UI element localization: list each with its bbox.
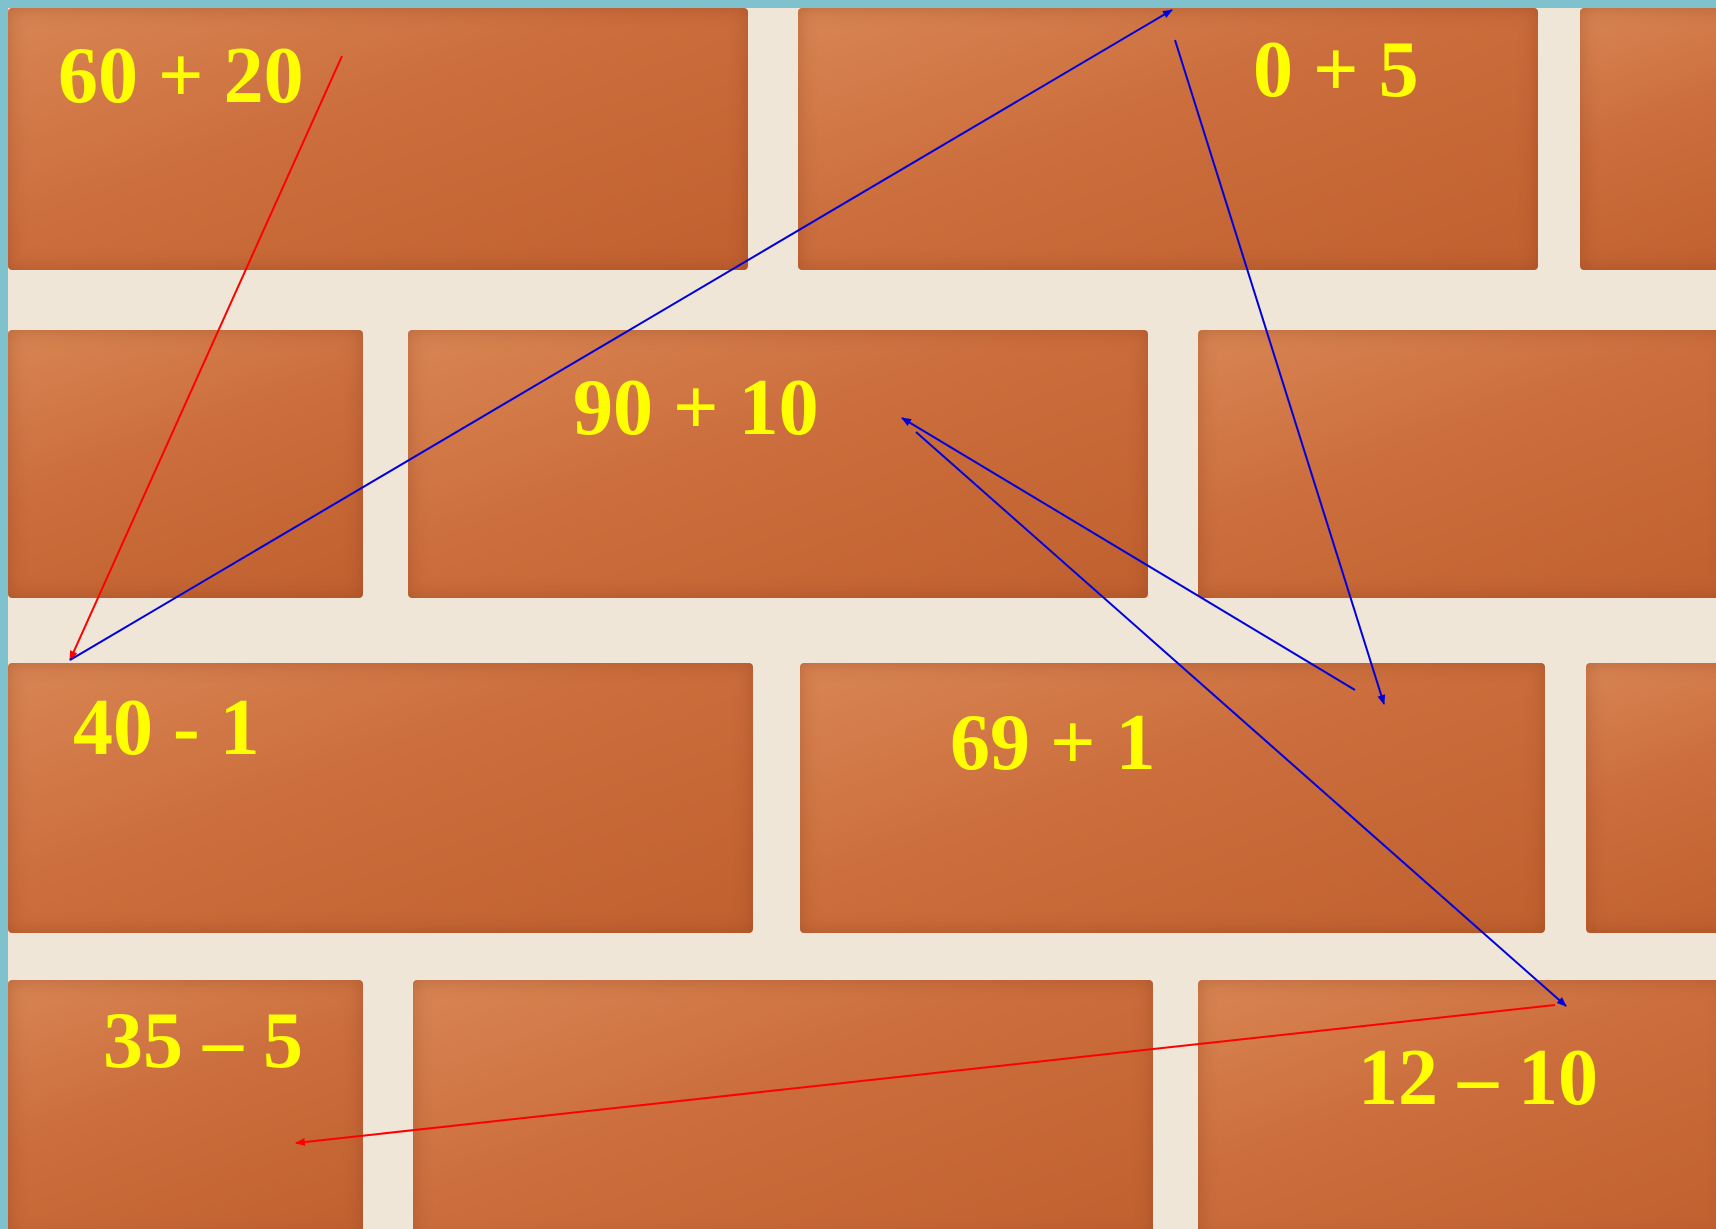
arrow-12minus10-to-35minus5 xyxy=(296,1005,1555,1143)
arrow-90plus10-to-12minus10 xyxy=(916,432,1566,1006)
arrow-0plus5-to-69plus1 xyxy=(1175,40,1384,704)
arrow-60plus20-to-40minus1 xyxy=(70,56,342,660)
arrow-69plus1-to-90plus10 xyxy=(902,418,1355,690)
arrow-40minus1-to-0plus5 xyxy=(70,10,1172,660)
